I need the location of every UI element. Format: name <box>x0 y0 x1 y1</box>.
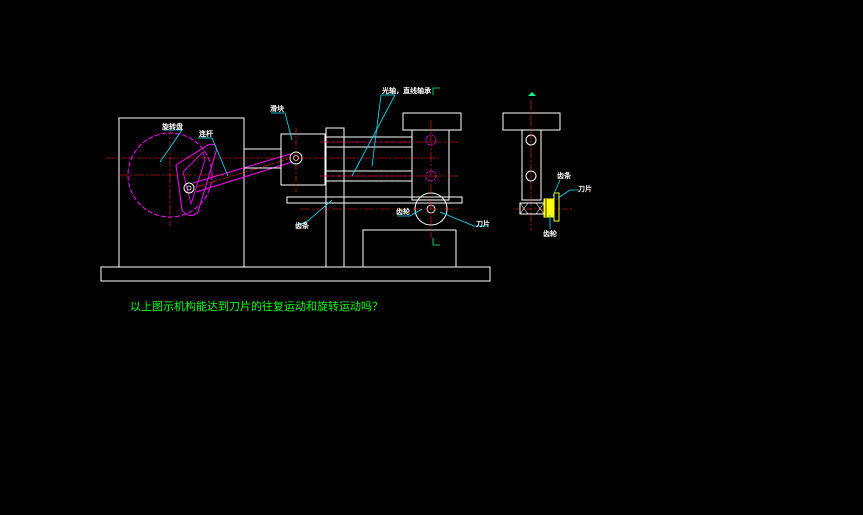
section-mark-bottom <box>432 238 440 246</box>
question-text: 以上图示机构能达到刀片的往复运动和旋转运动吗？ <box>130 299 383 313</box>
connecting-rod-lower <box>195 161 293 193</box>
label-side-rack: 齿条 <box>557 171 572 180</box>
label-slider: 滑块 <box>270 104 285 113</box>
side-rack-yellow <box>543 198 555 218</box>
label-rotary-disk: 旋转盘 <box>161 122 183 131</box>
crank-pin <box>183 182 195 194</box>
rod-centerline <box>195 157 292 188</box>
label-side-blade: 刀片 <box>578 184 592 193</box>
leader-shaft-2 <box>351 94 396 177</box>
side-labels: 齿条 刀片 齿轮 <box>543 171 592 238</box>
leader-rack <box>296 199 333 227</box>
side-top-block <box>502 112 561 131</box>
leader-rotary-disk <box>159 129 183 163</box>
section-mark-top <box>432 87 440 95</box>
crank-pin-inner <box>186 185 192 191</box>
slider-block <box>280 133 326 186</box>
right-foot-block <box>362 229 457 268</box>
side-gear-hatch <box>519 202 545 215</box>
right-top-block <box>402 112 462 131</box>
side-upright <box>521 129 542 201</box>
left-housing <box>118 117 245 268</box>
labels: 旋转盘 连杆 滑块 光轴，直线轴承 齿条 齿轮 刀片 <box>161 86 490 230</box>
rack-bar <box>286 196 463 204</box>
label-gear: 齿轮 <box>396 207 410 216</box>
leader-lines <box>159 94 488 227</box>
leader-shaft-1 <box>371 94 382 167</box>
front-view <box>100 87 491 282</box>
side-leader-rack <box>552 179 561 197</box>
side-blade-yellow <box>553 192 560 222</box>
slotted-crank <box>175 143 217 216</box>
label-blade: 刀片 <box>476 219 490 228</box>
label-shaft-bearing: 光轴，直线轴承 <box>381 86 431 95</box>
connecting-rod-upper <box>192 153 291 184</box>
right-upright <box>411 129 450 201</box>
label-rack: 齿条 <box>295 221 310 230</box>
leader-gear <box>397 208 423 217</box>
side-leader-lines <box>549 179 578 229</box>
crank-slot <box>182 151 206 206</box>
side-leader-blade <box>557 189 578 199</box>
leader-connecting-rod <box>198 137 229 177</box>
label-connecting-rod: 连杆 <box>199 129 213 138</box>
label-side-gear: 齿轮 <box>543 229 557 238</box>
base-plate <box>100 266 491 282</box>
leader-blade <box>439 211 488 227</box>
side-section-mark <box>528 92 536 96</box>
side-view <box>502 92 572 230</box>
leader-slider <box>271 112 293 141</box>
side-gear-body <box>519 202 545 215</box>
